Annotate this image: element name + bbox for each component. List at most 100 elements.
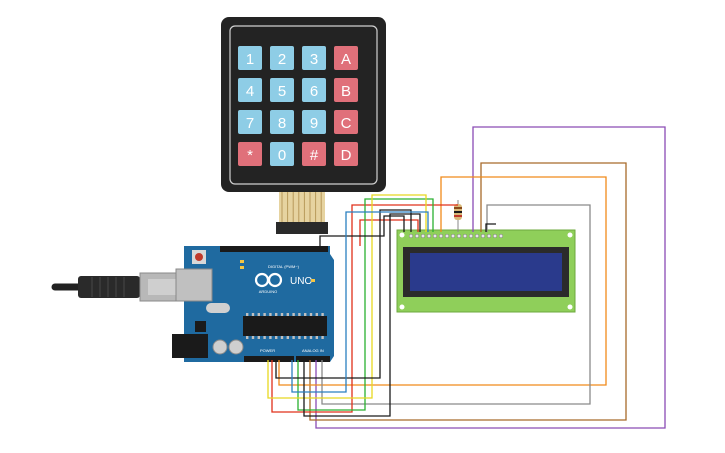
reset-button-cap[interactable] (195, 253, 203, 261)
chip-pin (286, 336, 289, 339)
keypad-key-face[interactable] (302, 142, 326, 166)
chip-pin (280, 336, 284, 339)
chip-pin (292, 336, 295, 339)
lcd-pin (414, 233, 420, 239)
chip-pin (304, 313, 307, 316)
keypad-key[interactable]: 7 (238, 110, 262, 134)
lcd-pin (474, 233, 480, 239)
wire-purple (315, 126, 666, 429)
keypad-key-face[interactable] (334, 142, 358, 166)
keypad-key-face[interactable] (270, 142, 294, 166)
keypad-key-label: 9 (310, 115, 318, 132)
keypad-key-face[interactable] (302, 110, 326, 134)
keypad-key[interactable]: D (334, 142, 358, 166)
chip-pin (309, 336, 313, 339)
chip-pin (298, 313, 301, 316)
keypad-key-face[interactable] (238, 142, 262, 166)
chip-pin (275, 313, 278, 316)
chip-pin (280, 313, 284, 316)
analog-header (296, 356, 330, 362)
chip-pin (269, 313, 272, 316)
usb-cable (51, 272, 191, 302)
keypad-key[interactable]: # (302, 142, 326, 166)
power-jack (172, 334, 208, 358)
atmega-chip (243, 316, 327, 336)
keypad-key-face[interactable] (334, 78, 358, 102)
chip-pin (321, 336, 324, 339)
arduino-power-label: POWER (260, 348, 275, 353)
keypad-key-label: 6 (310, 83, 318, 100)
keypad-key-label: 1 (246, 51, 254, 68)
keypad-key-face[interactable] (270, 110, 294, 134)
keypad-key[interactable]: 1 (238, 46, 262, 70)
keypad-key[interactable]: 5 (270, 78, 294, 102)
wire-red-top (359, 219, 419, 246)
keypad-key-face[interactable] (238, 46, 262, 70)
wire-yellow (267, 194, 427, 399)
keypad-key[interactable]: A (334, 46, 358, 70)
keypad-ribbon (279, 192, 325, 222)
wire-orange (278, 176, 607, 386)
lcd-pin (432, 233, 438, 239)
keypad-key-face[interactable] (334, 46, 358, 70)
capacitor-1 (212, 339, 228, 355)
keypad-key[interactable]: B (334, 78, 358, 102)
lcd-screen (410, 253, 562, 291)
usb-plug-body (78, 276, 140, 298)
keypad-key-face[interactable] (270, 46, 294, 70)
keypad-key-label: B (341, 83, 351, 100)
keypad-key-label: 7 (246, 115, 254, 132)
keypad-key-face[interactable] (238, 110, 262, 134)
keypad-key-label: D (341, 147, 352, 164)
lcd-pin (408, 233, 414, 239)
wire-red (271, 204, 458, 413)
keypad-key[interactable]: C (334, 110, 358, 134)
keypad-key[interactable]: 9 (302, 110, 326, 134)
keypad-key[interactable]: 8 (270, 110, 294, 134)
usb-jack (175, 268, 213, 302)
keypad-key-label: 8 (278, 115, 286, 132)
keypad-key-face[interactable] (270, 78, 294, 102)
chip-pin (246, 336, 249, 339)
lcd-pin (480, 233, 486, 239)
wire-black-gnd (485, 223, 496, 232)
arduino-board: ARDUINO UNO DIGITAL (PWM~) POWER ANALOG … (172, 246, 334, 362)
lcd-pin (492, 233, 498, 239)
arduino-logo-text: ARDUINO (259, 289, 277, 294)
keypad-key-face[interactable] (238, 78, 262, 102)
keypad-key[interactable]: * (238, 142, 262, 166)
lcd-pin (498, 233, 504, 239)
chip-pin (292, 313, 295, 316)
keypad-key[interactable]: 0 (270, 142, 294, 166)
keypad-key[interactable]: 3 (302, 46, 326, 70)
keypad-key-label: A (341, 51, 351, 68)
arduino-model-text: UNO (290, 276, 312, 287)
keypad-key[interactable]: 4 (238, 78, 262, 102)
keypad-key-face[interactable] (302, 46, 326, 70)
lcd-pin (426, 233, 432, 239)
crystal (206, 303, 230, 313)
keypad-key-label: 5 (278, 83, 286, 100)
keypad-key-label: 2 (278, 51, 286, 68)
chip-pin (315, 336, 318, 339)
wires (267, 126, 666, 429)
capacitor-2 (228, 339, 244, 355)
keypad-key-face[interactable] (334, 110, 358, 134)
chip-pin (251, 336, 255, 339)
lcd-pin (456, 233, 462, 239)
keypad-key-label: * (247, 147, 253, 164)
keypad-key-face[interactable] (302, 78, 326, 102)
keypad-connector (276, 222, 328, 234)
lcd-pin (462, 233, 468, 239)
keypad-key[interactable]: 6 (302, 78, 326, 102)
wire-black-3 (319, 215, 405, 246)
keypad-frame (229, 25, 378, 185)
power-header (244, 356, 294, 362)
chip-pin (315, 313, 318, 316)
usb-plug-metal-inner (148, 279, 184, 295)
keypad-key-label: 3 (310, 51, 318, 68)
keypad-key[interactable]: 2 (270, 46, 294, 70)
arduino-analog-label: ANALOG IN (302, 348, 324, 353)
